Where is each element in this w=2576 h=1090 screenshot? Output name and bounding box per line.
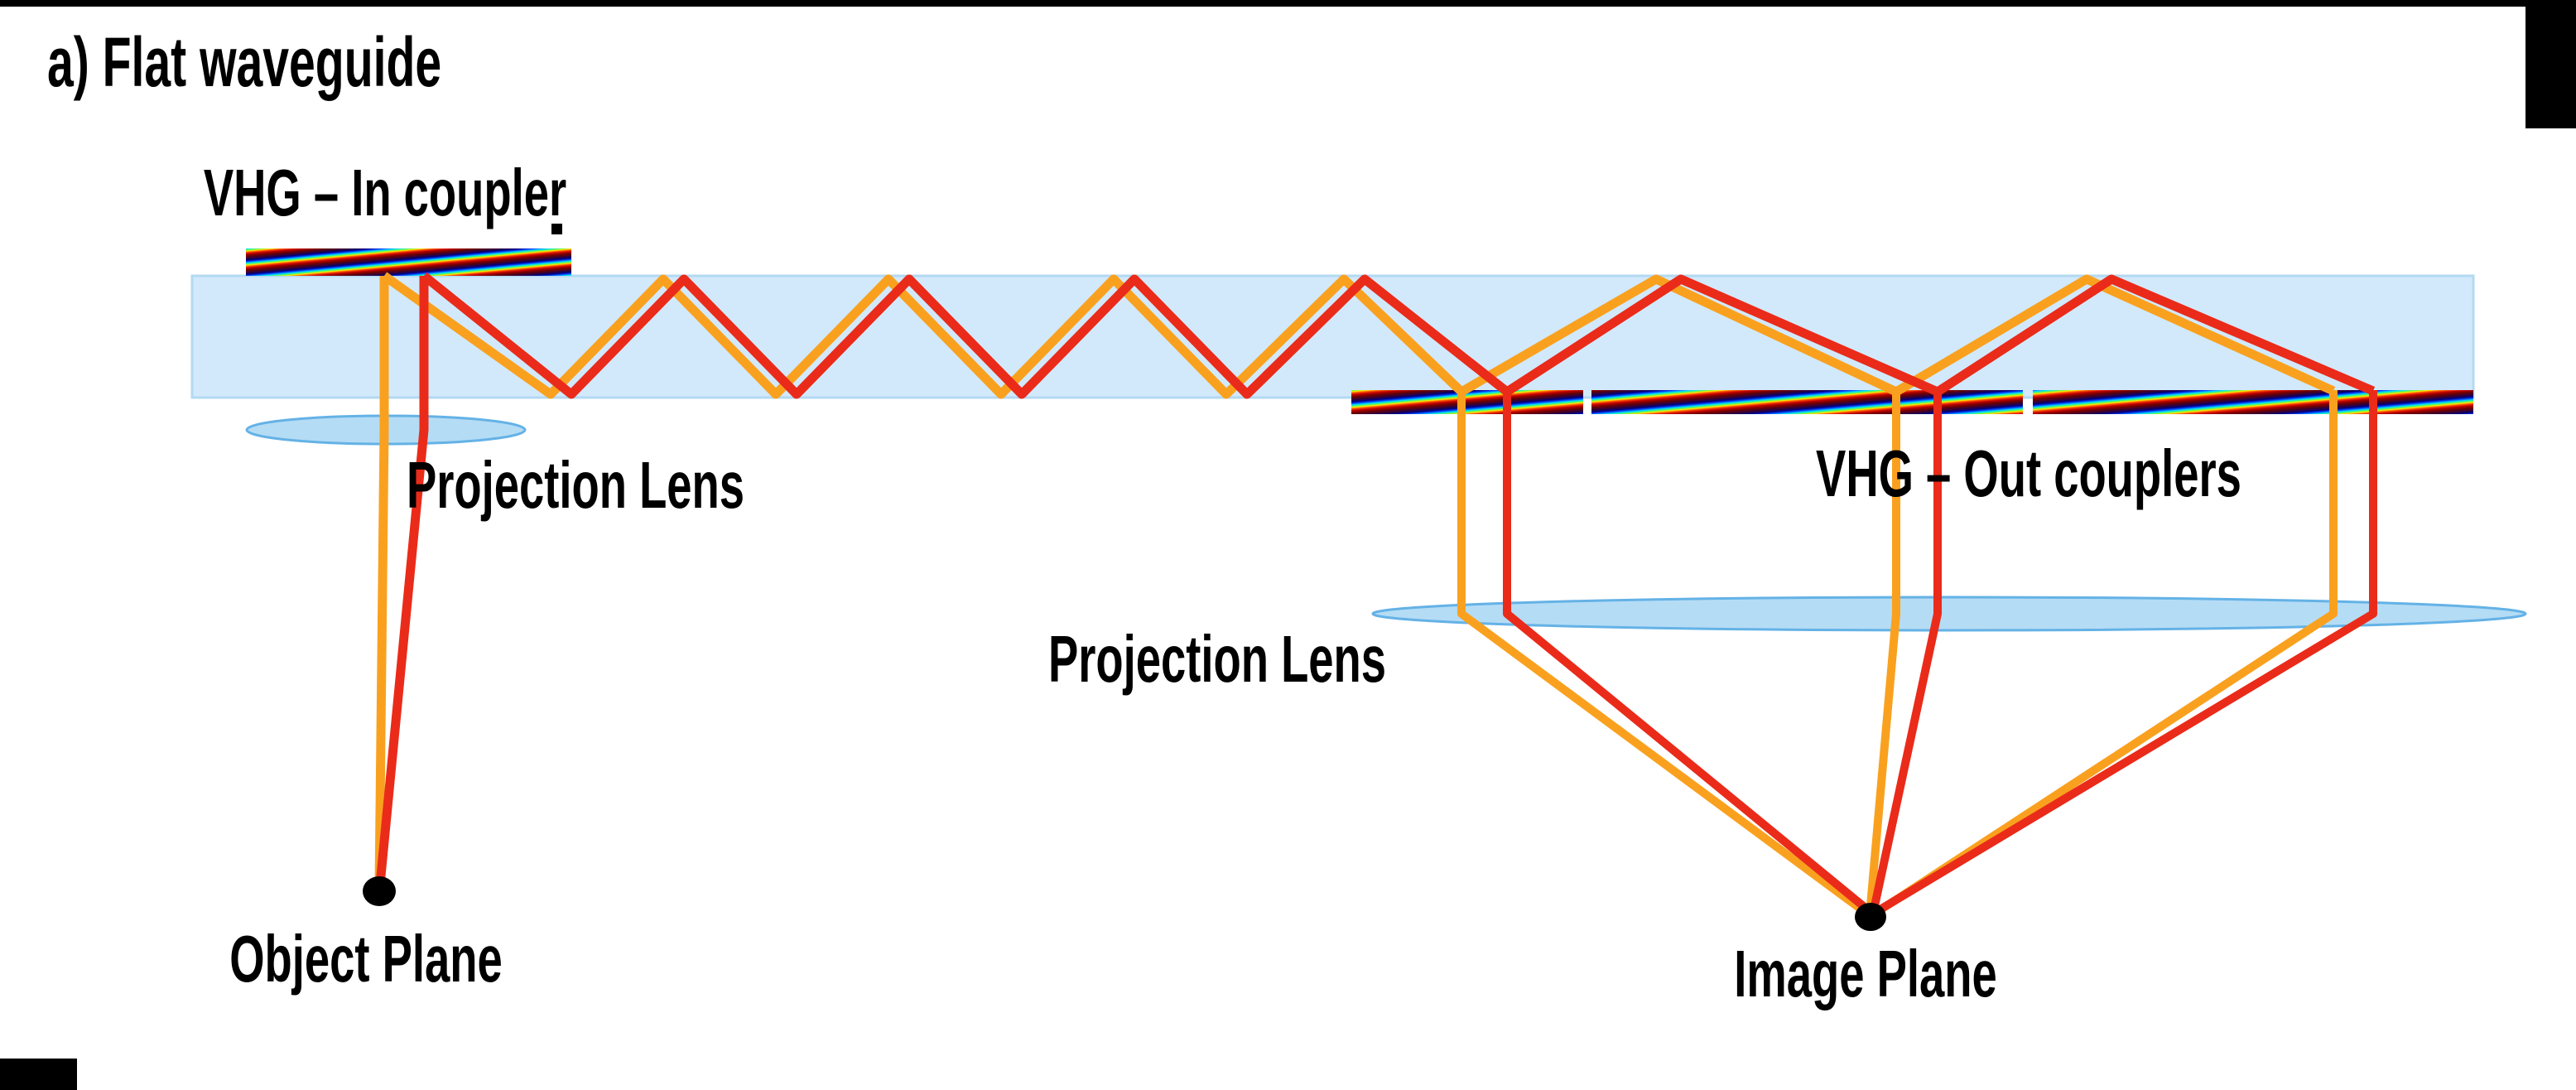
bottom-left-black-block [0, 1059, 77, 1090]
vhg-out-couplers-label: VHG – Out couplers [1816, 436, 2241, 510]
object-point-dot [363, 876, 396, 906]
small-black-mark [551, 224, 562, 234]
ray-red-zigzag [421, 272, 2376, 399]
vhg-out-coupler-grating-2 [1591, 390, 2023, 414]
ray-orange-out-1 [1457, 390, 1871, 919]
object-plane-label: Object Plane [229, 922, 503, 996]
orange-ray-group [374, 272, 2338, 919]
top-right-black-block [2525, 0, 2576, 128]
image-point-dot [1855, 903, 1886, 931]
ray-red-out-2 [1869, 390, 1942, 915]
panel-title: a) Flat waveguide [47, 23, 442, 101]
vhg-in-coupler-label: VHG – In coupler [203, 156, 567, 229]
ray-orange-object-vertical [374, 276, 389, 887]
red-ray-group [375, 272, 2377, 917]
image-plane-label: Image Plane [1734, 937, 1997, 1010]
projection-lens-right-label: Projection Lens [1047, 622, 1387, 696]
ray-orange-out-3 [1870, 390, 2338, 919]
top-black-strip [0, 0, 2576, 7]
vhg-out-coupler-grating-3 [2033, 390, 2473, 414]
vhg-out-coupler-grating-1 [1351, 390, 1583, 414]
ray-orange-zigzag [381, 272, 2336, 399]
projection-lens-large [1371, 596, 2527, 632]
ray-red-out-3 [1872, 390, 2377, 917]
ray-red-object-vertical [375, 276, 429, 885]
ray-orange-out-2 [1866, 390, 1900, 916]
projection-lens-left-label: Projection Lens [406, 448, 745, 522]
ray-red-out-1 [1503, 390, 1875, 916]
vhg-in-coupler-grating [246, 248, 571, 276]
